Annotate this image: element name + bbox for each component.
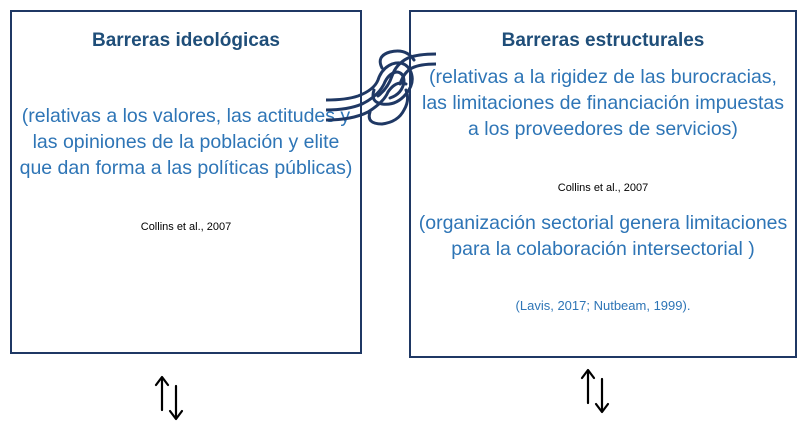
knot-icon (326, 49, 436, 126)
ideological-barriers-description: (relativas a los valores, las actitudes … (19, 105, 353, 179)
sectoral-organization-citation: (Lavis, 2017; Nutbeam, 1999). (515, 298, 691, 313)
ideological-barriers-citation: Collins et al., 2007 (140, 221, 232, 233)
structural-barriers-description: (relativas a la rigidez de las burocraci… (421, 66, 785, 140)
sectoral-organization-description: (organización sectorial genera limitacio… (418, 212, 788, 260)
ideological-barriers-box: Barreras ideológicas (relativas a los va… (10, 10, 362, 354)
up-down-arrows-icon (154, 375, 184, 421)
structural-barriers-title: Barreras estructurales (501, 30, 705, 51)
structural-barriers-box: Barreras estructurales (relativas a la r… (409, 10, 797, 358)
up-down-arrows-icon (580, 368, 610, 414)
structural-barriers-citation: Collins et al., 2007 (557, 182, 649, 194)
ideological-barriers-title: Barreras ideológicas (92, 30, 280, 51)
